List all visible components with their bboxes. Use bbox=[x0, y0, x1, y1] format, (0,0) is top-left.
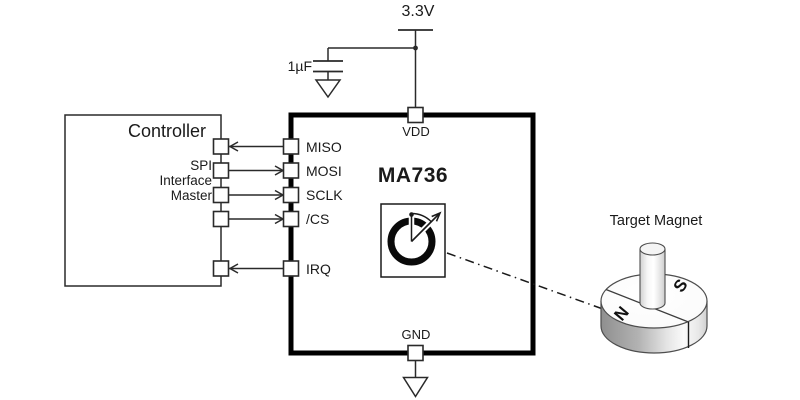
chip-pin-gnd bbox=[407, 344, 424, 362]
gnd-pin-label: GND bbox=[401, 327, 431, 342]
wire-mosi bbox=[228, 165, 285, 176]
pin-label-sclk: SCLK bbox=[306, 187, 343, 203]
magnet-shaft bbox=[639, 249, 666, 310]
pins bbox=[212, 106, 424, 362]
angle-sensor-dial-icon bbox=[380, 203, 446, 278]
chip-pin-mosi bbox=[282, 162, 300, 179]
controller-pin-cs bbox=[212, 210, 230, 228]
capacitor-value-label: 1µF bbox=[287, 58, 312, 74]
controller-pin-miso bbox=[212, 138, 230, 155]
ground-triangle-icon bbox=[402, 376, 429, 398]
supply-voltage-label: 3.3V bbox=[401, 3, 435, 20]
controller-role-line-2: Interface bbox=[159, 173, 212, 188]
controller-pin-mosi bbox=[212, 162, 230, 179]
wire-sclk bbox=[228, 189, 285, 201]
pin-label-cs: /CS bbox=[306, 211, 330, 227]
pin-label-miso: MISO bbox=[306, 138, 342, 155]
controller-pin-irq bbox=[212, 260, 230, 277]
target-magnet-illustration bbox=[600, 242, 708, 354]
arrowhead-left-icon bbox=[228, 141, 239, 152]
chip-pin-miso bbox=[282, 138, 300, 155]
controller-role-label: SPI Interface Master bbox=[120, 158, 212, 203]
chip-pin-sclk bbox=[282, 186, 300, 204]
chip-pin-irq bbox=[282, 260, 300, 277]
controller-title: Controller bbox=[127, 121, 207, 141]
sensing-axis-dashdot-line bbox=[446, 252, 602, 310]
vdd-pin-label: VDD bbox=[402, 124, 430, 139]
ground-triangle-icon bbox=[314, 79, 342, 99]
controller-role-line-1: SPI bbox=[190, 158, 212, 173]
controller-pin-sclk bbox=[212, 186, 230, 204]
arrowhead-up-right-icon bbox=[431, 211, 442, 222]
pin-label-mosi: MOSI bbox=[306, 162, 342, 179]
chip-name: MA736 bbox=[377, 164, 449, 187]
controller-role-line-3: Master bbox=[170, 188, 212, 203]
magnet-title: Target Magnet bbox=[609, 213, 703, 229]
wire-irq bbox=[228, 263, 284, 274]
arrowhead-left-icon bbox=[228, 263, 239, 274]
power-circuit bbox=[313, 29, 433, 108]
pin-label-irq: IRQ bbox=[306, 260, 331, 277]
wire-miso bbox=[228, 141, 284, 152]
magnet-shaft-top bbox=[639, 242, 666, 256]
capacitor-symbol bbox=[313, 60, 343, 73]
wire-cs bbox=[228, 213, 285, 225]
spi-wires bbox=[228, 141, 285, 274]
controller-box bbox=[64, 114, 222, 287]
chip-pin-vdd bbox=[407, 106, 424, 124]
gnd-circuit bbox=[402, 360, 429, 398]
chip-pin-cs bbox=[282, 210, 300, 228]
